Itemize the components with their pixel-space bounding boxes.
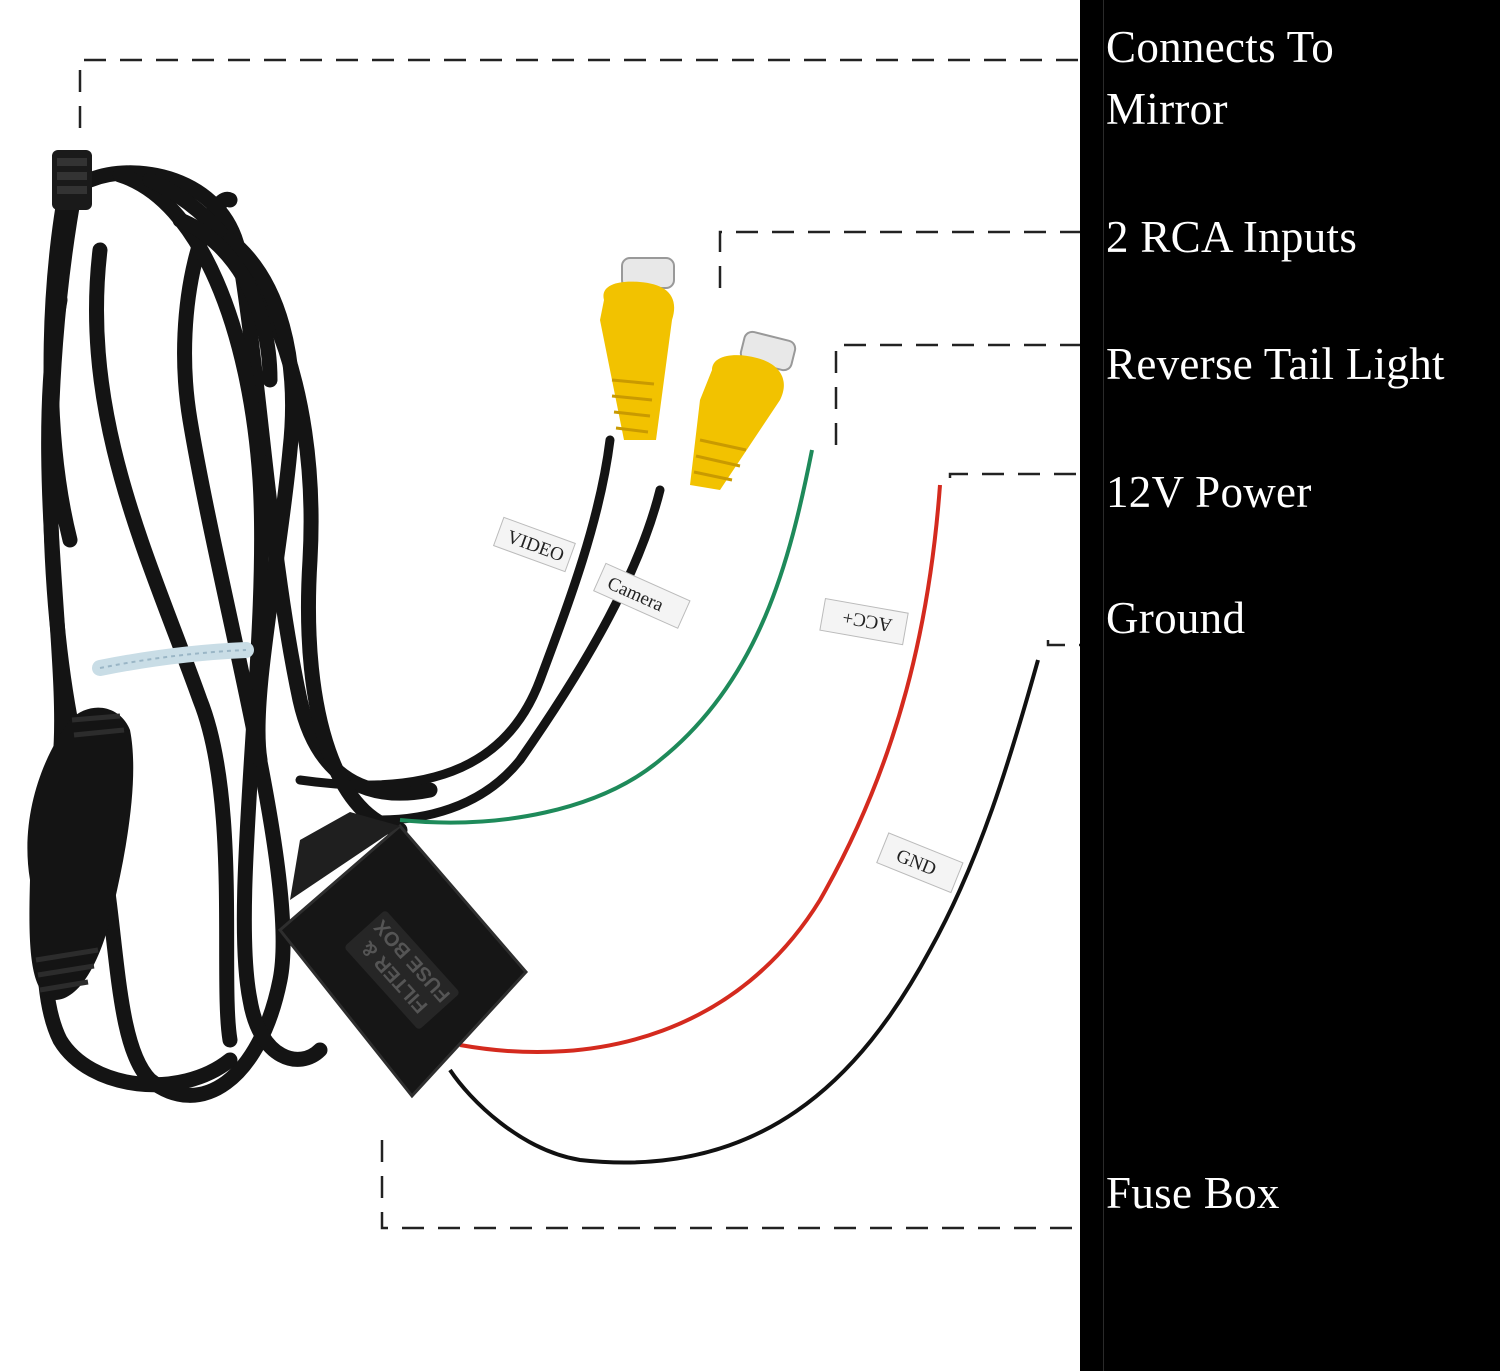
red-wire [459, 484, 942, 1055]
leader-line-fuse [380, 1140, 1080, 1230]
callout-fuse-box: Fuse Box [1106, 1168, 1280, 1218]
tag-video: VIDEO [492, 516, 576, 573]
label-panel-divider [1103, 0, 1104, 1371]
coiled-cable [36, 162, 438, 1103]
inline-connector [27, 707, 134, 1000]
callout-ground: Ground [1106, 593, 1246, 643]
label-panel [1080, 0, 1500, 1371]
leader-line-reverse [834, 343, 1080, 445]
rca-plug-video [600, 257, 675, 440]
green-wire [399, 449, 814, 825]
leader-line-power [948, 472, 1080, 478]
fuse-box: FILTER & FUSE BOX [277, 812, 529, 1099]
callout-reverse-tail-light: Reverse Tail Light [1106, 339, 1445, 389]
leader-line-mirror [78, 58, 1080, 128]
callout-12v-power: 12V Power [1106, 467, 1312, 517]
leader-line-ground [1046, 640, 1080, 647]
tag-acc: ACC+ [819, 598, 909, 646]
callout-rca-inputs: 2 RCA Inputs [1106, 212, 1358, 262]
leader-line-rca [718, 230, 1080, 288]
tag-gnd: GND [876, 832, 964, 894]
callout-mirror: Connects To Mirror [1106, 22, 1335, 134]
rca-plug-camera [690, 330, 797, 490]
black-wire [448, 659, 1040, 1165]
rca-leads [295, 435, 665, 825]
mirror-connector [52, 150, 92, 210]
cable-tie [92, 642, 254, 676]
leader-lines [78, 58, 1080, 1230]
